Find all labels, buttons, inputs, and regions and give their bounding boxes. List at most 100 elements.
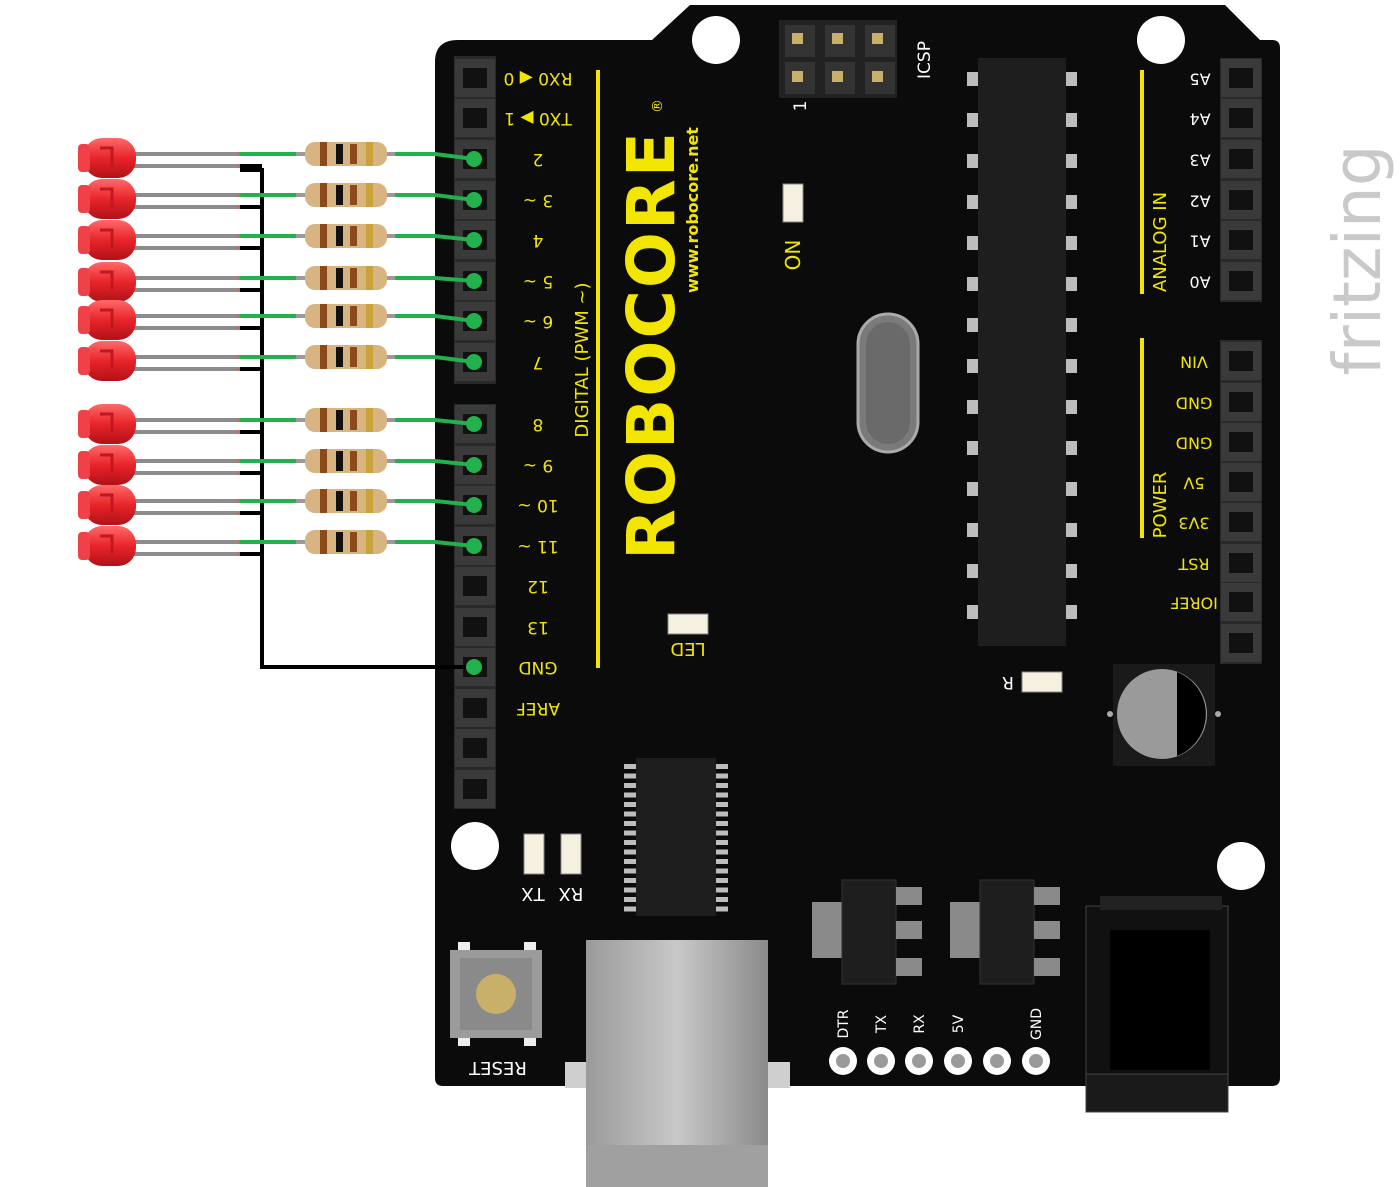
led-row <box>78 445 482 485</box>
l-led <box>667 613 709 635</box>
digital-pin-label: RX0 ◀ 0 <box>504 68 573 88</box>
power-pin-label: GND <box>1176 434 1213 453</box>
digital-pin-socket <box>455 689 495 727</box>
power-pin-socket <box>1221 342 1261 380</box>
power-pin-label: RST <box>1178 555 1209 574</box>
digital-pin-label: 11 ~ <box>517 536 558 556</box>
analog-pin-label: A0 <box>1189 273 1210 292</box>
led-row <box>78 138 482 178</box>
analog-pin-label: A3 <box>1189 151 1210 170</box>
resistor <box>296 489 395 513</box>
digital-pin-socket <box>455 770 495 808</box>
resistor <box>296 530 395 554</box>
power-pin-socket <box>1221 463 1261 501</box>
resistor <box>296 224 395 248</box>
pin-connection <box>466 416 482 432</box>
signal-wire <box>395 499 475 507</box>
microcontroller-chip <box>967 58 1077 646</box>
brand-registered-mark: ® <box>650 99 666 113</box>
ground-pin-connection <box>466 659 482 675</box>
digital-pin-label: TX0 ▶ 1 <box>504 108 573 128</box>
power-pin-label: IOREF <box>1170 594 1218 613</box>
power-pin-socket <box>1221 503 1261 541</box>
digital-pin-label: 3 ~ <box>523 190 553 210</box>
pin-connection <box>466 354 482 370</box>
icsp-pin1-label: 1 <box>791 101 811 112</box>
red-led <box>78 404 136 444</box>
power-pin-label: 3V3 <box>1178 514 1209 533</box>
digital-pin-socket <box>455 729 495 767</box>
brand-logo: ROBOCORE <box>613 130 690 560</box>
resistor <box>296 304 395 328</box>
digital-section-label: DIGITAL (PWM ~) <box>572 282 593 437</box>
power-pin-socket <box>1221 583 1261 621</box>
red-led <box>78 262 136 302</box>
analog-pin-socket <box>1221 221 1261 259</box>
on-led <box>782 183 804 223</box>
signal-wire <box>395 459 475 467</box>
power-pin-socket <box>1221 544 1261 582</box>
digital-pin-label: 10 ~ <box>517 495 558 515</box>
signal-wire <box>395 418 475 426</box>
led-row <box>78 341 482 381</box>
analog-pin-label: A4 <box>1189 110 1210 129</box>
r-led <box>1021 671 1063 693</box>
led-resistor-circuit <box>78 138 482 675</box>
signal-wire <box>395 355 475 364</box>
usb-connector <box>565 940 790 1187</box>
led-row <box>78 404 482 444</box>
red-led <box>78 341 136 381</box>
power-pin-socket <box>1221 383 1261 421</box>
reset-button[interactable] <box>450 942 542 1046</box>
signal-wire <box>395 540 475 548</box>
led-row <box>78 485 482 525</box>
pin-connection <box>466 151 482 167</box>
mounting-hole <box>1137 16 1185 64</box>
tx-led <box>523 833 545 875</box>
resistor <box>296 408 395 432</box>
rx-label: RX <box>559 883 584 904</box>
resistor <box>296 183 395 207</box>
red-led <box>78 138 136 178</box>
signal-wire <box>395 276 475 283</box>
analog-pin-socket <box>1221 59 1261 97</box>
led-row <box>78 526 482 566</box>
pin-connection <box>466 232 482 248</box>
serial-pin-label: TX <box>874 1015 890 1035</box>
digital-pin-label: 6 ~ <box>523 311 553 331</box>
serial-pin-label: DTR <box>836 1009 852 1038</box>
digital-header <box>454 56 496 809</box>
red-led <box>78 445 136 485</box>
digital-pin-label: 9 ~ <box>523 455 553 475</box>
digital-pin-label: 5 ~ <box>523 271 553 291</box>
analog-pin-socket <box>1221 140 1261 178</box>
icsp-header <box>779 20 897 98</box>
signal-wire <box>395 193 475 202</box>
digital-pin-label: 7 <box>533 352 544 372</box>
signal-wire <box>395 234 475 242</box>
power-pin-label: VIN <box>1180 353 1208 372</box>
on-label: ON <box>781 240 805 271</box>
pin-connection <box>466 457 482 473</box>
pin-connection <box>466 273 482 289</box>
tx-label: TX <box>521 883 545 904</box>
digital-pin-label: 8 <box>533 414 544 434</box>
fritzing-watermark: fritzing <box>1319 144 1396 375</box>
red-led <box>78 179 136 219</box>
brand-url: www.robocore.net <box>683 127 702 293</box>
power-header <box>1220 340 1262 664</box>
red-led <box>78 300 136 340</box>
analog-pin-label: A5 <box>1189 70 1210 89</box>
voltage-regulator-3v3 <box>950 879 1060 985</box>
analog-pin-socket <box>1221 181 1261 219</box>
led-row <box>78 262 482 302</box>
voltage-regulator <box>812 879 922 985</box>
analog-pin-socket <box>1221 99 1261 137</box>
digital-pin-label: 2 <box>533 149 544 169</box>
analog-pin-label: A1 <box>1189 232 1210 251</box>
analog-header <box>1220 58 1262 302</box>
digital-pin-label: 12 <box>527 576 549 596</box>
